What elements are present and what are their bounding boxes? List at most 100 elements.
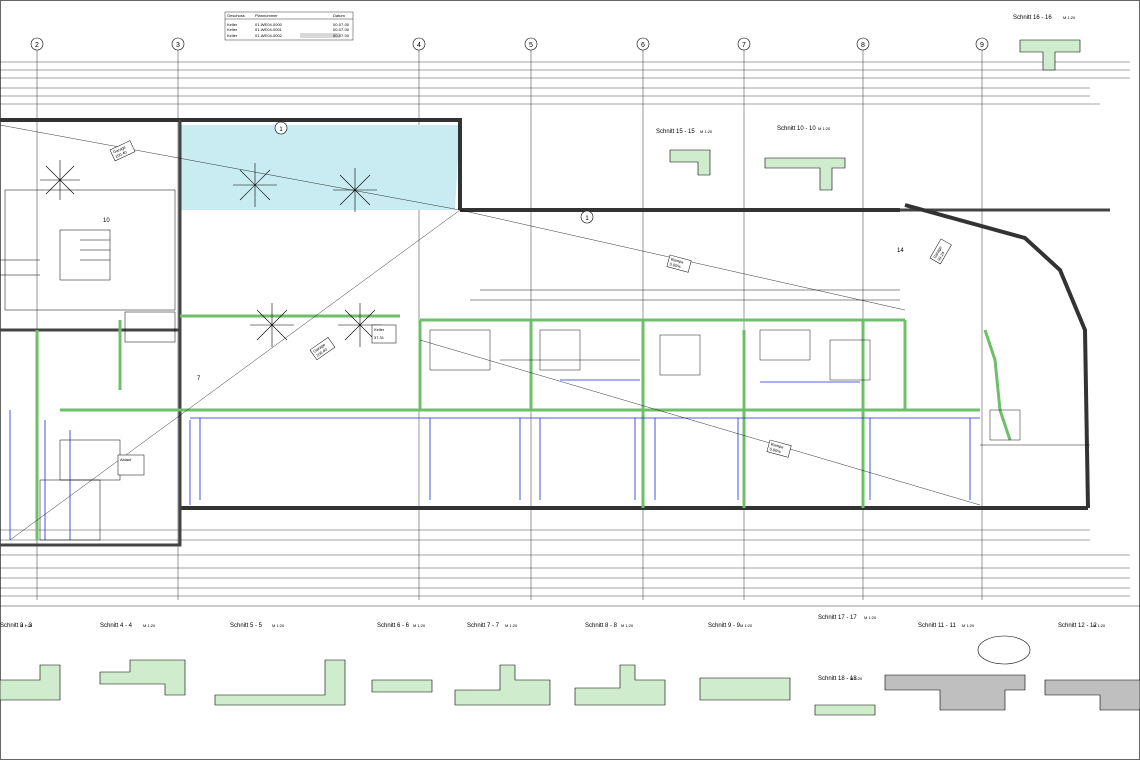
axis-bubble	[737, 37, 751, 51]
section-scale: M 1:20	[740, 623, 753, 628]
section-scale: M 1:20	[850, 676, 863, 681]
section-scale: M 1:20	[700, 129, 713, 134]
legend-table: Geschoss Plannummer Datum Keller 01-WE04…	[224, 11, 354, 41]
section-title: Schnitt 16 - 16	[1013, 15, 1052, 21]
mark-label: 7	[197, 376, 201, 382]
section-title: Schnitt 15 - 15	[656, 129, 695, 135]
section-scale: M 1:20	[20, 623, 33, 628]
bottom-sections: Schnitt 3 - 3 M 1:20 Schnitt 4 - 4 M 1:2…	[0, 615, 1140, 716]
legend-cell: Keller	[227, 27, 238, 32]
axis-label: 7	[742, 42, 746, 49]
section-scale: M 1:20	[413, 623, 426, 628]
room-labels: Garage 100.40 Garage 99.24 Garage 100.40…	[109, 140, 952, 476]
section-profile	[454, 664, 551, 706]
section-profile	[699, 677, 791, 701]
section-profile	[669, 149, 711, 176]
top-sections: Schnitt 16 - 16 M 1:20 Schnitt 15 - 15 M…	[656, 15, 1081, 191]
room-label: Rampe	[670, 256, 684, 264]
section-scale: M 1:20	[143, 623, 156, 628]
concrete-walls	[35, 314, 1012, 540]
axis-bubble	[412, 37, 426, 51]
axis-bubble	[524, 37, 538, 51]
section-profile	[0, 664, 61, 701]
section-title: Schnitt 7 - 7	[467, 623, 500, 629]
legend-cell: 01-WE04-0000	[255, 22, 283, 27]
axis-bubble	[856, 37, 870, 51]
legend-cell: Keller	[227, 22, 238, 27]
legend-header: Datum	[333, 13, 345, 18]
section-scale: M 1:20	[864, 615, 877, 620]
dimension-chains-top	[0, 61, 1130, 105]
section-profile	[764, 157, 846, 191]
axis-label: 2	[35, 42, 39, 49]
section-scale: M 1:20	[818, 126, 831, 131]
axis-bubbles: 2 3 4 5 6 7 8 9	[30, 37, 989, 51]
section-profile	[1044, 679, 1140, 711]
axis-bubble	[171, 37, 185, 51]
room-label: Garage	[112, 144, 127, 154]
marks: 10 1 7 14 1	[103, 121, 904, 382]
legend-cell: 00-07-00	[333, 22, 350, 27]
room-value: 100.40	[114, 149, 128, 159]
section-profile	[1019, 39, 1081, 71]
section-scale: M 1:20	[1063, 15, 1076, 20]
section-profile	[884, 674, 1026, 711]
room-label: Rampe	[770, 441, 784, 449]
mark-label: 10	[103, 218, 110, 224]
section-title: Schnitt 5 - 5	[230, 623, 263, 629]
section-title: Schnitt 3 - 3	[0, 623, 33, 629]
ramp-area	[180, 125, 460, 210]
axis-label: 5	[529, 42, 533, 49]
room-value: 0.00%	[669, 261, 682, 269]
axis-label: 3	[176, 42, 180, 49]
axis-label: 9	[980, 42, 984, 49]
section-title: Schnitt 6 - 6	[377, 623, 410, 629]
section-title: Schnitt 18 - 18	[818, 676, 857, 682]
section-title: Schnitt 10 - 10	[777, 126, 816, 132]
section-title: Schnitt 8 - 8	[585, 623, 618, 629]
axis-label: 8	[861, 42, 865, 49]
section-profile	[371, 679, 433, 693]
section-scale: M 1:20	[272, 623, 285, 628]
legend-cell: 00-07-00	[333, 33, 350, 38]
mark-label: 1	[585, 216, 589, 222]
light-markers	[40, 160, 382, 347]
legend-header: Plannummer	[255, 13, 278, 18]
section-profile	[214, 659, 346, 706]
section-scale: M 1:20	[505, 623, 518, 628]
section-profile	[99, 659, 186, 696]
note-cloud	[977, 635, 1031, 665]
section-scale: M 1:20	[1093, 623, 1106, 628]
legend-cell: 00-07-00	[333, 27, 350, 32]
legend-cell: 01-WE04-0002	[255, 33, 283, 38]
axis-label: 6	[641, 42, 645, 49]
room-label: Keller	[374, 327, 385, 332]
room-label: Garage	[932, 245, 943, 260]
room-value: 100.40	[315, 346, 329, 358]
axis-label: 4	[417, 42, 421, 49]
legend-cell: 01-WE04-0001	[255, 27, 283, 32]
legend-header: Geschoss	[227, 13, 245, 18]
axis-bubble	[975, 37, 989, 51]
mark-label: 14	[897, 248, 904, 254]
left-detail-area	[0, 189, 176, 541]
legend-cell: Keller	[227, 33, 238, 38]
room-value: 37.31	[374, 335, 385, 340]
room-label: Ablauf	[120, 457, 132, 462]
axis-bubble	[30, 37, 44, 51]
section-title: Schnitt 11 - 11	[918, 623, 956, 629]
section-title: Schnitt 9 - 9	[708, 623, 741, 629]
mark-label: 1	[279, 127, 283, 133]
section-profile	[814, 704, 876, 716]
axis-bubble	[636, 37, 650, 51]
section-title: Schnitt 12 - 12	[1058, 623, 1097, 629]
room-details	[429, 289, 1090, 446]
room-value: 99.24	[936, 250, 946, 262]
section-scale: M 1:20	[962, 623, 975, 628]
dimension-chains-bottom	[0, 529, 1130, 597]
section-title: Schnitt 4 - 4	[100, 623, 133, 629]
section-profile	[574, 664, 666, 706]
building-walls	[0, 118, 1110, 547]
room-value: 0.00%	[769, 446, 782, 454]
